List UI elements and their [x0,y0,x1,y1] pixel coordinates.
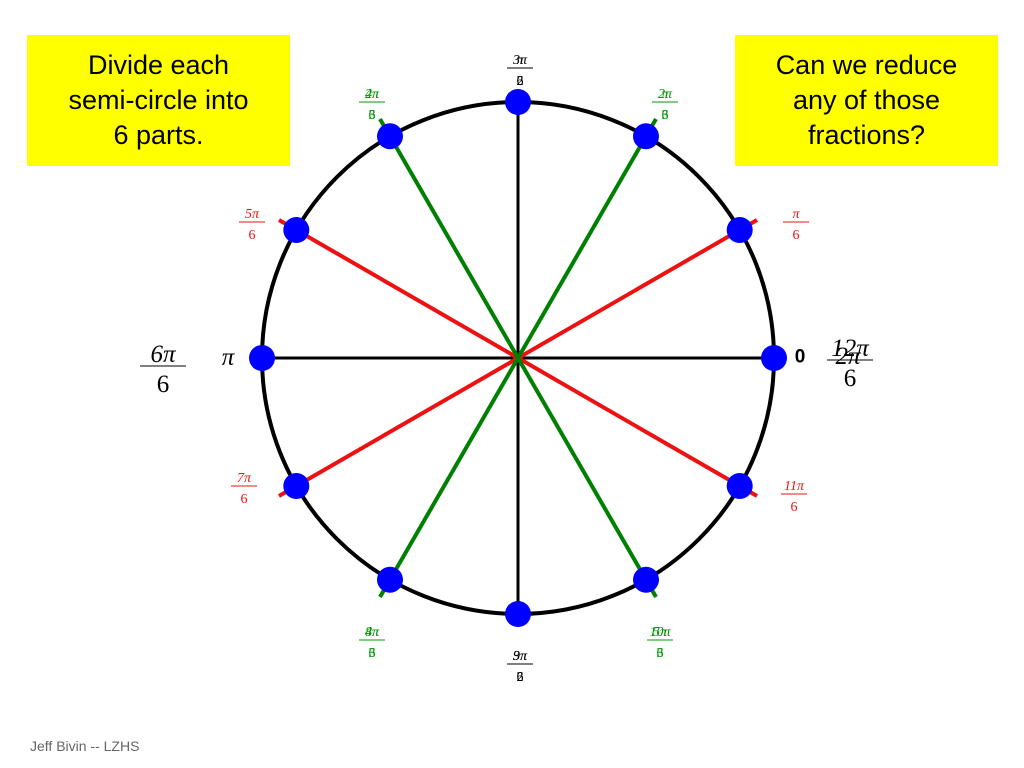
question-note: Can we reduce any of those fractions? [735,35,998,166]
angle-point-120 [377,123,403,150]
angle-value: 0 [795,347,806,368]
fraction-numerator: 7π [237,471,252,486]
fraction-denominator: 2 [517,74,524,89]
angle-label-120: 4π 6 2π 3 [359,87,385,123]
angle-point-270 [505,601,531,627]
angle-points [249,89,787,627]
fraction-numerator: π [516,53,524,68]
angle-point-150 [283,217,310,243]
diameters [262,102,774,614]
angle-point-300 [633,566,659,593]
fraction-denominator: 6 [791,500,798,515]
angle-label-270: 9π 6 3π 2 [507,649,533,685]
angle-label-240: 8π 6 4π 3 [359,625,385,661]
angle-point-90 [505,89,531,115]
angle-point-210 [283,473,310,499]
angle-label-0: 0 [795,347,806,368]
green-diameter-120 [378,117,658,599]
angle-point-330 [726,473,753,499]
fraction-denominator: 3 [657,646,664,661]
fraction-denominator: 6 [844,365,857,392]
fraction-numerator: 2π [365,87,380,102]
fraction-numerator: π [792,207,800,222]
question-line-1: Can we reduce [775,50,958,80]
angle-point-30 [726,217,753,243]
fraction-numerator: 9π [513,649,528,664]
angle-label-90: 3π 6 π 2 [507,53,533,89]
fraction-denominator: 3 [369,646,376,661]
footer-credit: Jeff Bivin -- LZHS [30,738,140,754]
angle-point-180 [249,345,275,371]
angle-point-240 [377,566,403,593]
fraction-denominator: 6 [241,492,248,507]
fraction-numerator: 11π [784,479,805,494]
fraction-denominator: 2 [517,670,524,685]
angle-label-210: 7π6 [231,471,257,507]
fraction-numerator: 10π [649,625,671,640]
angle-label-30: π6 [783,207,809,243]
instruction-line-1: Divide each [87,50,230,80]
fraction-numerator: 12π [831,335,870,362]
angle-point-60 [633,123,659,150]
fraction-numerator: 8π [365,625,380,640]
fraction-numerator: π [661,87,669,102]
fraction-numerator: 5π [653,625,668,640]
angle-label-300: 10π 6 5π 3 [647,625,673,661]
fraction-numerator: 3π [512,649,528,664]
fraction-denominator: 3 [662,108,669,123]
fraction-denominator: 6 [517,670,524,685]
fraction-numerator: 6π [150,341,177,368]
instruction-note: Divide each semi-circle into 6 parts. [27,35,290,166]
fraction-numerator: 3π [512,53,528,68]
angle-label-180-far: 6π6 [140,341,186,398]
fraction-denominator: 6 [369,646,376,661]
instruction-line-2: semi-circle into [68,85,249,115]
angle-point-0 [761,345,787,371]
fraction-denominator: 3 [369,108,376,123]
angle-label-0-far: 12π 62π [827,335,873,392]
fraction-denominator: 6 [662,108,669,123]
fraction-denominator: 6 [517,74,524,89]
fraction-numerator: 4π [365,87,380,102]
fraction-denominator: 6 [157,371,170,398]
fraction-denominator: 6 [249,228,256,243]
angle-label-180: π [222,344,236,371]
fraction-numerator: 2π [658,87,673,102]
instruction-line-3: 6 parts. [113,120,204,150]
fraction-denominator: 6 [793,228,800,243]
question-line-3: fractions? [807,120,926,150]
overlay-value: 2π [835,343,862,370]
fraction-numerator: 5π [245,207,260,222]
angle-value: π [222,344,236,371]
angle-label-150: 5π6 [239,207,265,243]
fraction-denominator: 6 [369,108,376,123]
question-line-2: any of those [792,85,941,115]
fraction-numerator: 4π [365,625,380,640]
angle-label-60: 2π 6 π 3 [652,87,678,123]
fraction-denominator: 6 [657,646,664,661]
